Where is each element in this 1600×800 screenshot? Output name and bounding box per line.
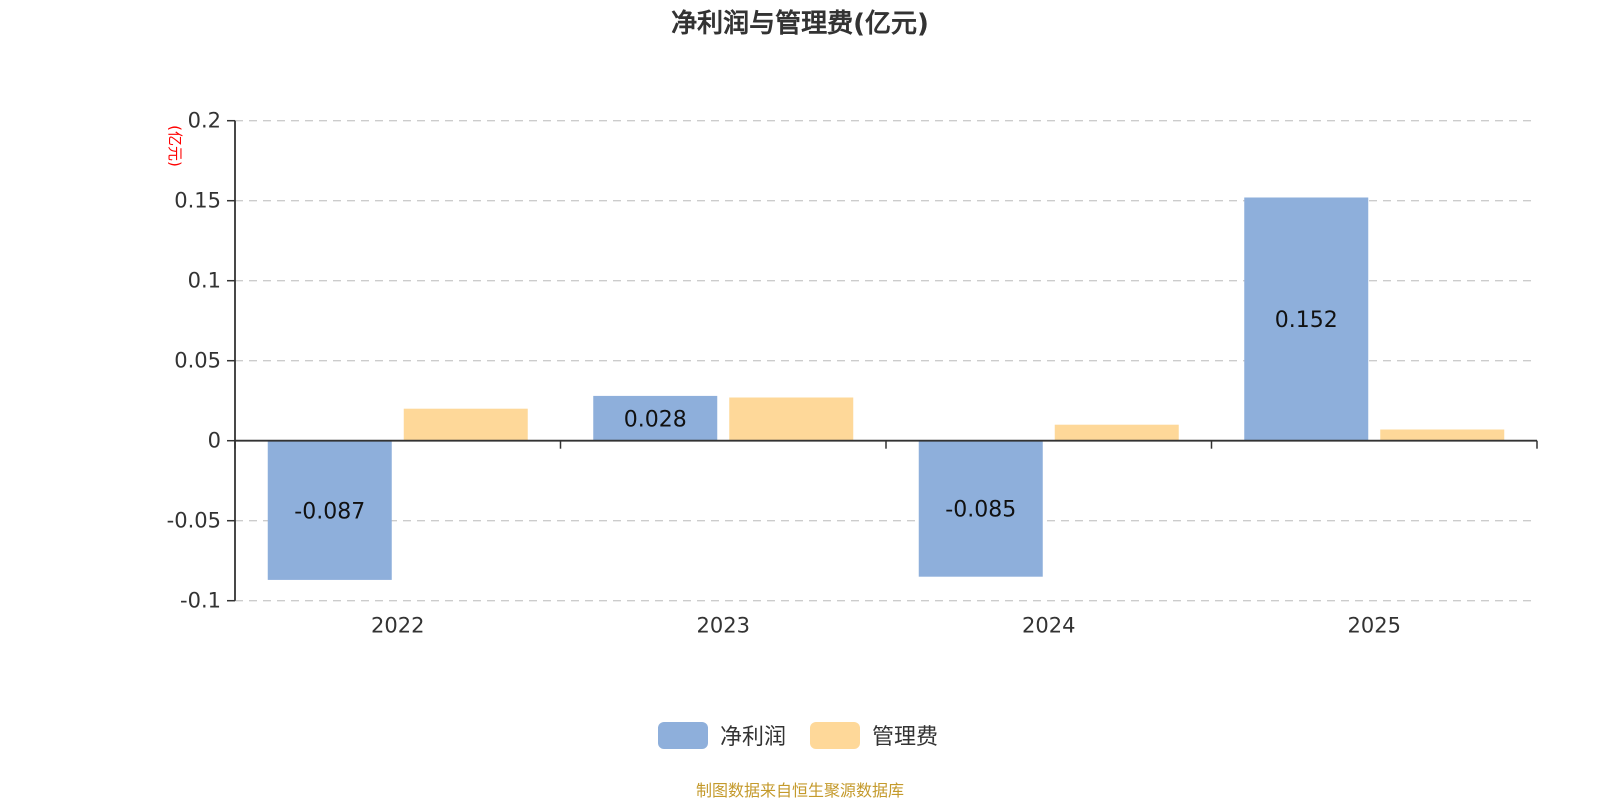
bar-net-profit-2024[interactable] [918,440,1043,577]
chart-title: 净利润与管理费(亿元) [671,8,929,39]
bar-net-profit-2022[interactable] [267,440,392,580]
bar-admin-expense-2023[interactable] [729,397,854,441]
y-tick-label: 0.1 [188,269,221,293]
bar-admin-expense-2022[interactable] [403,408,528,441]
source-note: 制图数据来自恒生聚源数据库 [696,781,904,800]
y-tick-label: 0 [208,429,221,453]
legend-label-net-profit[interactable]: 净利润 [720,725,786,750]
y-tick-label: 0.05 [174,349,221,373]
x-tick-label: 2022 [371,614,424,638]
x-tick-label: 2023 [697,614,750,638]
y-tick-label: 0.15 [174,189,221,213]
data-label: -0.085 [945,498,1016,523]
legend: 净利润 管理费 [658,722,938,750]
data-labels: -0.087 0.028 -0.085 0.152 [294,308,1337,524]
y-tick-label: 0.2 [188,109,221,133]
bar-net-profit-2025[interactable] [1244,197,1369,441]
y-tick-label: -0.1 [180,589,221,613]
bars [267,197,1505,580]
gridlines [235,120,1537,602]
legend-swatch-net-profit[interactable] [658,722,708,749]
x-tick-label: 2025 [1348,614,1401,638]
y-axis-ticks: -0.1 -0.05 0 0.05 0.1 0.15 0.2 [167,109,235,613]
data-label: 0.152 [1275,308,1338,333]
legend-swatch-admin-expense[interactable] [810,722,860,749]
x-axis-ticks: 2022 2023 2024 2025 [234,440,1538,638]
y-tick-label: -0.05 [167,509,221,533]
bar-net-profit-2023[interactable] [593,395,718,441]
bar-admin-expense-2024[interactable] [1054,424,1179,441]
bar-admin-expense-2025[interactable] [1380,429,1505,441]
legend-label-admin-expense[interactable]: 管理费 [872,725,938,750]
data-label: -0.087 [294,499,365,524]
x-tick-label: 2024 [1022,614,1075,638]
y-axis-unit-label: (亿元) [166,125,184,167]
data-label: 0.028 [624,407,687,432]
